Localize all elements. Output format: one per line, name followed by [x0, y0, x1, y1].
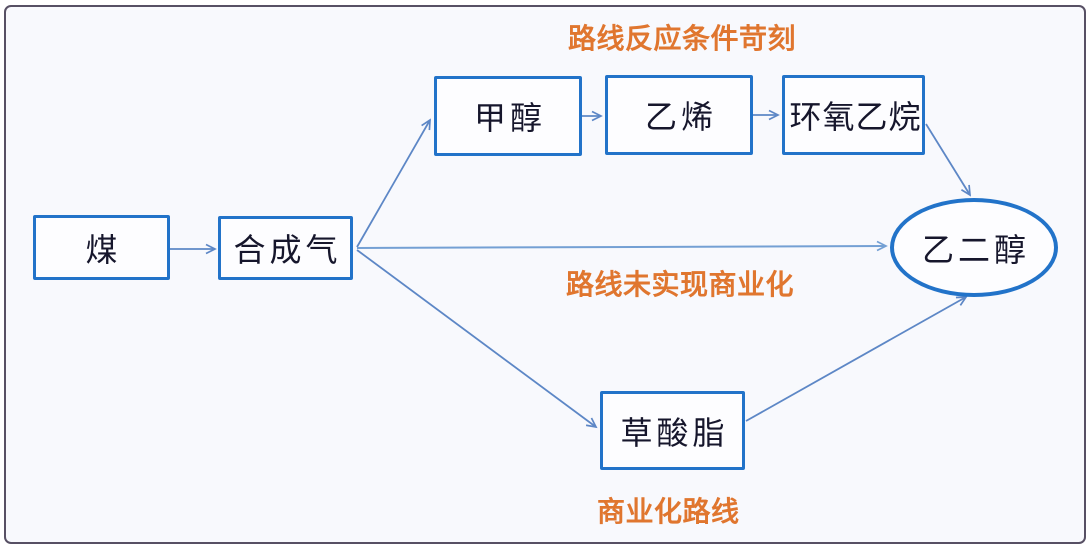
node-oxalate-ester-label: 草酸脂	[620, 414, 729, 451]
node-ethylene-glycol-label: 乙二醇	[921, 231, 1030, 268]
node-ethylene-oxide: 环氧乙烷	[782, 75, 925, 155]
node-oxalate-ester: 草酸脂	[600, 391, 745, 470]
node-ethylene: 乙烯	[605, 75, 753, 155]
annotation-not-commercialized: 路线未实现商业化	[566, 270, 795, 301]
annotation-commercialized-route: 商业化路线	[597, 497, 740, 528]
node-syngas-label: 合成气	[233, 232, 342, 268]
node-syngas: 合成气	[218, 216, 353, 280]
node-methanol: 甲醇	[434, 76, 582, 156]
node-coal: 煤	[33, 215, 170, 280]
annotation-harsh-conditions: 路线反应条件苛刻	[568, 24, 797, 55]
node-ethylene-oxide-label: 环氧乙烷	[789, 99, 922, 135]
node-ethylene-label: 乙烯	[644, 99, 717, 135]
node-methanol-label: 甲醇	[473, 100, 546, 136]
node-ethylene-glycol: 乙二醇	[890, 198, 1058, 297]
node-coal-label: 煤	[85, 231, 122, 268]
